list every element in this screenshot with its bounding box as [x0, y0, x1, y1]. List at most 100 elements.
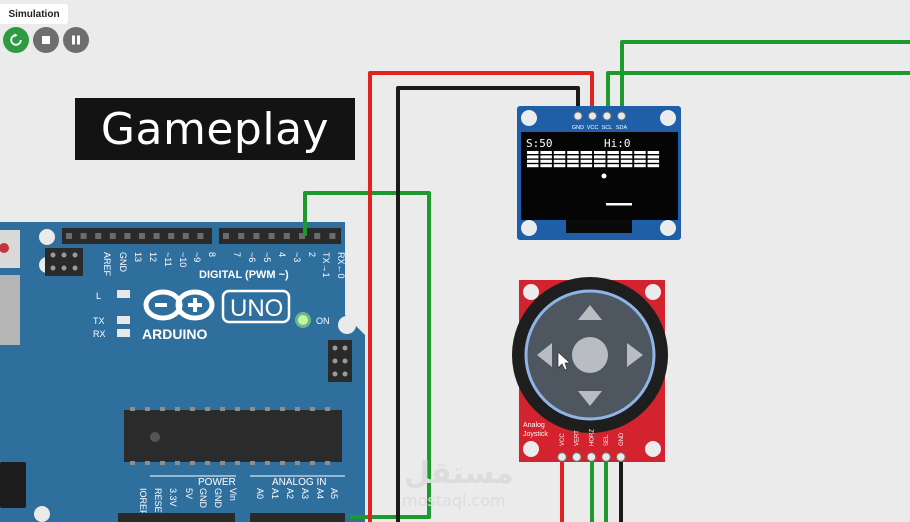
- header-pin[interactable]: [124, 233, 131, 239]
- l-label: L: [96, 291, 101, 301]
- header-pin[interactable]: [283, 233, 290, 239]
- brick-wall: [527, 151, 660, 168]
- brick: [620, 155, 633, 159]
- digital-header-left: [62, 228, 212, 244]
- joystick-pin[interactable]: [601, 452, 611, 462]
- restart-icon: [10, 33, 22, 46]
- chip-pin: [220, 461, 225, 465]
- joystick-pin[interactable]: [571, 452, 582, 462]
- brick: [567, 151, 579, 154]
- bottom-pin-label: GND: [198, 488, 208, 509]
- header-pin[interactable]: [238, 233, 245, 239]
- wire-green-joystick-sel[interactable]: [303, 191, 431, 519]
- chip-pin: [145, 461, 150, 465]
- header-pin[interactable]: [268, 233, 275, 239]
- digital-pin-label: ~6: [247, 252, 257, 262]
- oled-pin[interactable]: [617, 111, 626, 121]
- brand-label: ARDUINO: [142, 326, 207, 342]
- brick: [553, 151, 566, 154]
- joystick-pin-label: VERT: [575, 430, 581, 446]
- wire-black-gnd[interactable]: [396, 86, 580, 522]
- arrow-up-icon[interactable]: [578, 305, 602, 320]
- chip-pin: [235, 461, 240, 465]
- watermark-latin: mostaql.com: [402, 491, 506, 510]
- header-pin[interactable]: [66, 233, 72, 239]
- header-pin[interactable]: [153, 233, 160, 239]
- chip-pin: [205, 407, 210, 411]
- bottom-pin-label: 3.3V: [168, 488, 178, 507]
- header-pin[interactable]: [299, 233, 305, 239]
- oled-pin-label: SCL: [602, 125, 613, 131]
- header-pin[interactable]: [253, 233, 260, 239]
- digital-pin-label: ~9: [192, 252, 202, 262]
- header-pin[interactable]: [182, 233, 189, 239]
- header-pin[interactable]: [168, 233, 175, 239]
- oled-pin[interactable]: [573, 111, 583, 121]
- pause-button[interactable]: [63, 27, 89, 53]
- on-label: ON: [316, 316, 330, 326]
- chip-pin: [160, 461, 165, 465]
- brick: [647, 155, 660, 159]
- chip-pin: [280, 407, 285, 411]
- ball: [601, 173, 607, 179]
- watermark-arabic: مستقل: [404, 456, 514, 491]
- restart-button[interactable]: [3, 27, 29, 53]
- brick: [540, 151, 552, 154]
- digital-pin-label: 8: [207, 252, 217, 257]
- wire-red-vcc[interactable]: [368, 71, 594, 522]
- header-pin[interactable]: [80, 233, 87, 239]
- joystick-pin[interactable]: [616, 452, 626, 462]
- header-pin[interactable]: [329, 233, 336, 239]
- arrow-right-icon[interactable]: [627, 343, 643, 367]
- chip-pin: [190, 407, 195, 411]
- chip-pin: [160, 407, 165, 411]
- bottom-pin-label: A4: [315, 488, 325, 499]
- chip-pin: [265, 407, 270, 411]
- brick: [527, 155, 539, 159]
- header-pin[interactable]: [314, 233, 321, 239]
- chip-pin: [175, 461, 180, 465]
- tab-simulation[interactable]: Simulation: [0, 4, 68, 24]
- chip-pin: [175, 407, 180, 411]
- joystick-pin-label: GND: [619, 432, 625, 446]
- brick: [620, 151, 633, 154]
- wire-green-scl[interactable]: [606, 71, 910, 113]
- brick: [580, 164, 593, 168]
- joystick-pin-label: VCC: [560, 433, 566, 446]
- header-pin[interactable]: [197, 233, 204, 239]
- brick: [607, 151, 619, 154]
- mouse-cursor-icon: [557, 351, 571, 371]
- header-pin[interactable]: [139, 233, 145, 239]
- brick: [540, 164, 552, 168]
- chip-pin: [220, 407, 225, 411]
- oled-pin[interactable]: [602, 111, 612, 121]
- digital-pin-label: ~3: [292, 252, 302, 262]
- joystick-pin[interactable]: [586, 452, 597, 462]
- chip-pin: [130, 407, 135, 411]
- chip-pin: [250, 407, 255, 411]
- wires[interactable]: [303, 40, 910, 522]
- stop-button[interactable]: [33, 27, 59, 53]
- arrow-down-icon[interactable]: [578, 391, 602, 406]
- joystick-pin[interactable]: [557, 452, 567, 462]
- oled-pin[interactable]: [588, 111, 597, 121]
- arrow-left-icon[interactable]: [537, 343, 552, 367]
- joystick-center-button[interactable]: [572, 337, 608, 373]
- header-pin[interactable]: [95, 233, 102, 239]
- digital-pin-label: TX→1: [321, 252, 331, 278]
- oled-pin-label: GND: [572, 125, 584, 131]
- header-pin[interactable]: [109, 233, 116, 239]
- brick: [620, 159, 633, 163]
- header-pin[interactable]: [223, 233, 229, 239]
- paddle: [606, 203, 632, 206]
- score-text: S:50: [526, 137, 553, 150]
- joystick-label-line2: Joystick: [523, 431, 548, 438]
- brick: [527, 164, 539, 168]
- brick: [594, 159, 606, 163]
- digital-header-right: [219, 228, 341, 244]
- wire-green-sda[interactable]: [620, 40, 910, 113]
